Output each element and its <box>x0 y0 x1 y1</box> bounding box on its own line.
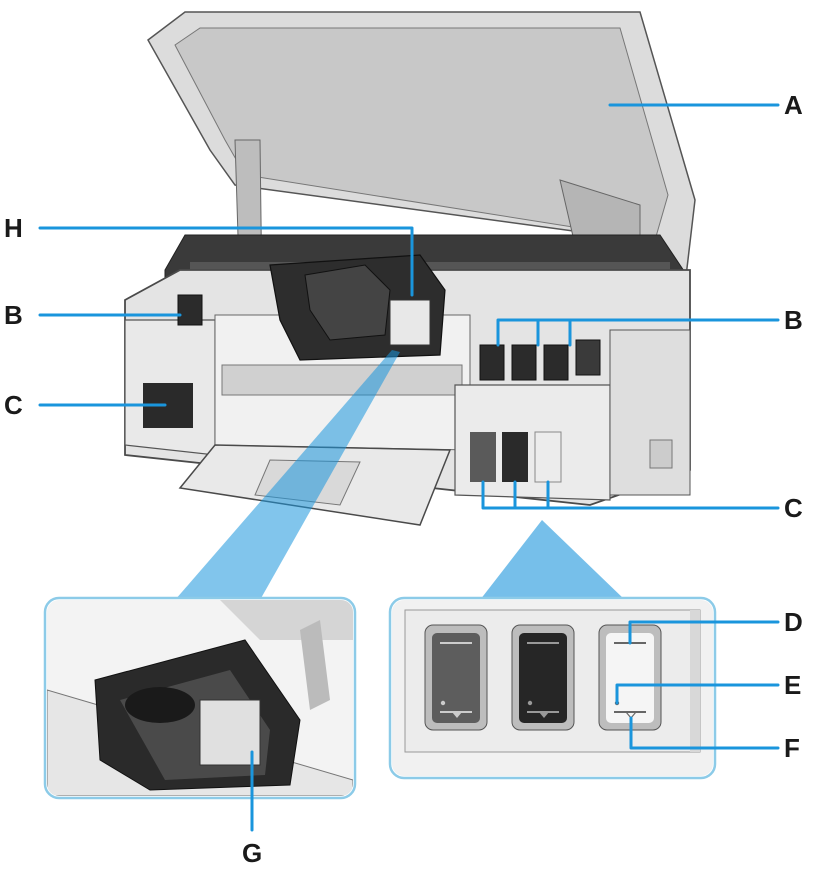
callout-labels: A H B B C C D E F G <box>4 90 803 868</box>
paper-exit-slot <box>221 364 463 396</box>
leader-C-right <box>481 480 780 510</box>
leader-H <box>38 226 414 297</box>
side-vent <box>649 439 673 469</box>
print-head-lock-lever <box>304 264 391 341</box>
ink-window-right-2 <box>502 432 528 482</box>
label-B-right: B <box>784 305 803 335</box>
zoom-beam-right <box>480 520 625 600</box>
callout-leaders <box>38 103 780 832</box>
leader-B-right-3 <box>496 318 572 347</box>
label-D: D <box>784 607 803 637</box>
leader-E <box>615 683 780 705</box>
ink-tank-cap-left <box>177 294 203 326</box>
ink-tank-caps-right <box>479 339 601 381</box>
zoom-beam-left <box>175 350 400 600</box>
ink-window-right-3 <box>534 431 562 483</box>
leader-F <box>629 716 780 750</box>
print-head-latch <box>389 299 431 346</box>
inset-print-head-lock <box>43 596 357 800</box>
label-B-left: B <box>4 300 23 330</box>
ink-window-right-1 <box>470 432 496 482</box>
label-G: G <box>242 838 262 868</box>
label-A: A <box>784 90 803 120</box>
leader-D <box>628 620 780 645</box>
label-C-left: C <box>4 390 23 420</box>
inset-ink-tanks <box>388 596 717 780</box>
right-side-panel <box>609 329 691 496</box>
scanner-lid-inner <box>174 27 669 241</box>
printer-illustration <box>124 11 696 526</box>
label-F: F <box>784 733 800 763</box>
label-H: H <box>4 213 23 243</box>
label-E: E <box>784 670 801 700</box>
label-C-right: C <box>784 493 803 523</box>
